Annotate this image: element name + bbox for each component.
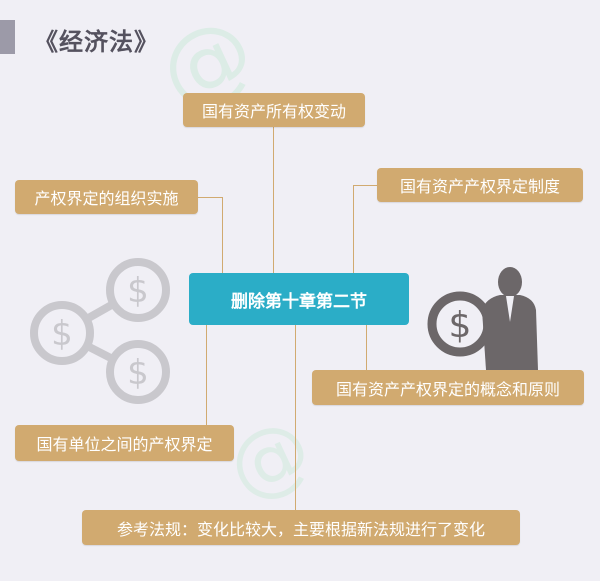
node-concept-principle: 国有资产产权界定的概念和原则: [312, 370, 584, 405]
svg-text:$: $: [51, 314, 73, 354]
connector-line: [273, 127, 274, 273]
node-system: 国有资产产权界定制度: [377, 168, 583, 202]
title-accent-bar: [0, 20, 15, 54]
dollar-network-icon: $ $ $: [30, 258, 170, 404]
connector-line: [353, 185, 377, 186]
svg-text:$: $: [449, 305, 472, 346]
connector-line: [366, 325, 367, 370]
connector-line: [206, 325, 207, 425]
businessman-dollar-icon: $: [427, 267, 538, 370]
central-topic: 删除第十章第二节: [189, 273, 409, 325]
node-reference: 参考法规：变化比较大，主要根据新法规进行了变化: [82, 510, 520, 545]
connector-line: [222, 197, 223, 273]
node-between-units: 国有单位之间的产权界定: [15, 425, 234, 461]
connector-line: [295, 325, 296, 510]
connector-line: [353, 185, 354, 273]
node-ownership-change: 国有资产所有权变动: [183, 93, 365, 127]
svg-text:$: $: [127, 271, 149, 311]
connector-line: [198, 197, 222, 198]
node-organization: 产权界定的组织实施: [15, 180, 198, 214]
svg-text:$: $: [127, 353, 149, 393]
page-title: 《经济法》: [34, 28, 159, 56]
